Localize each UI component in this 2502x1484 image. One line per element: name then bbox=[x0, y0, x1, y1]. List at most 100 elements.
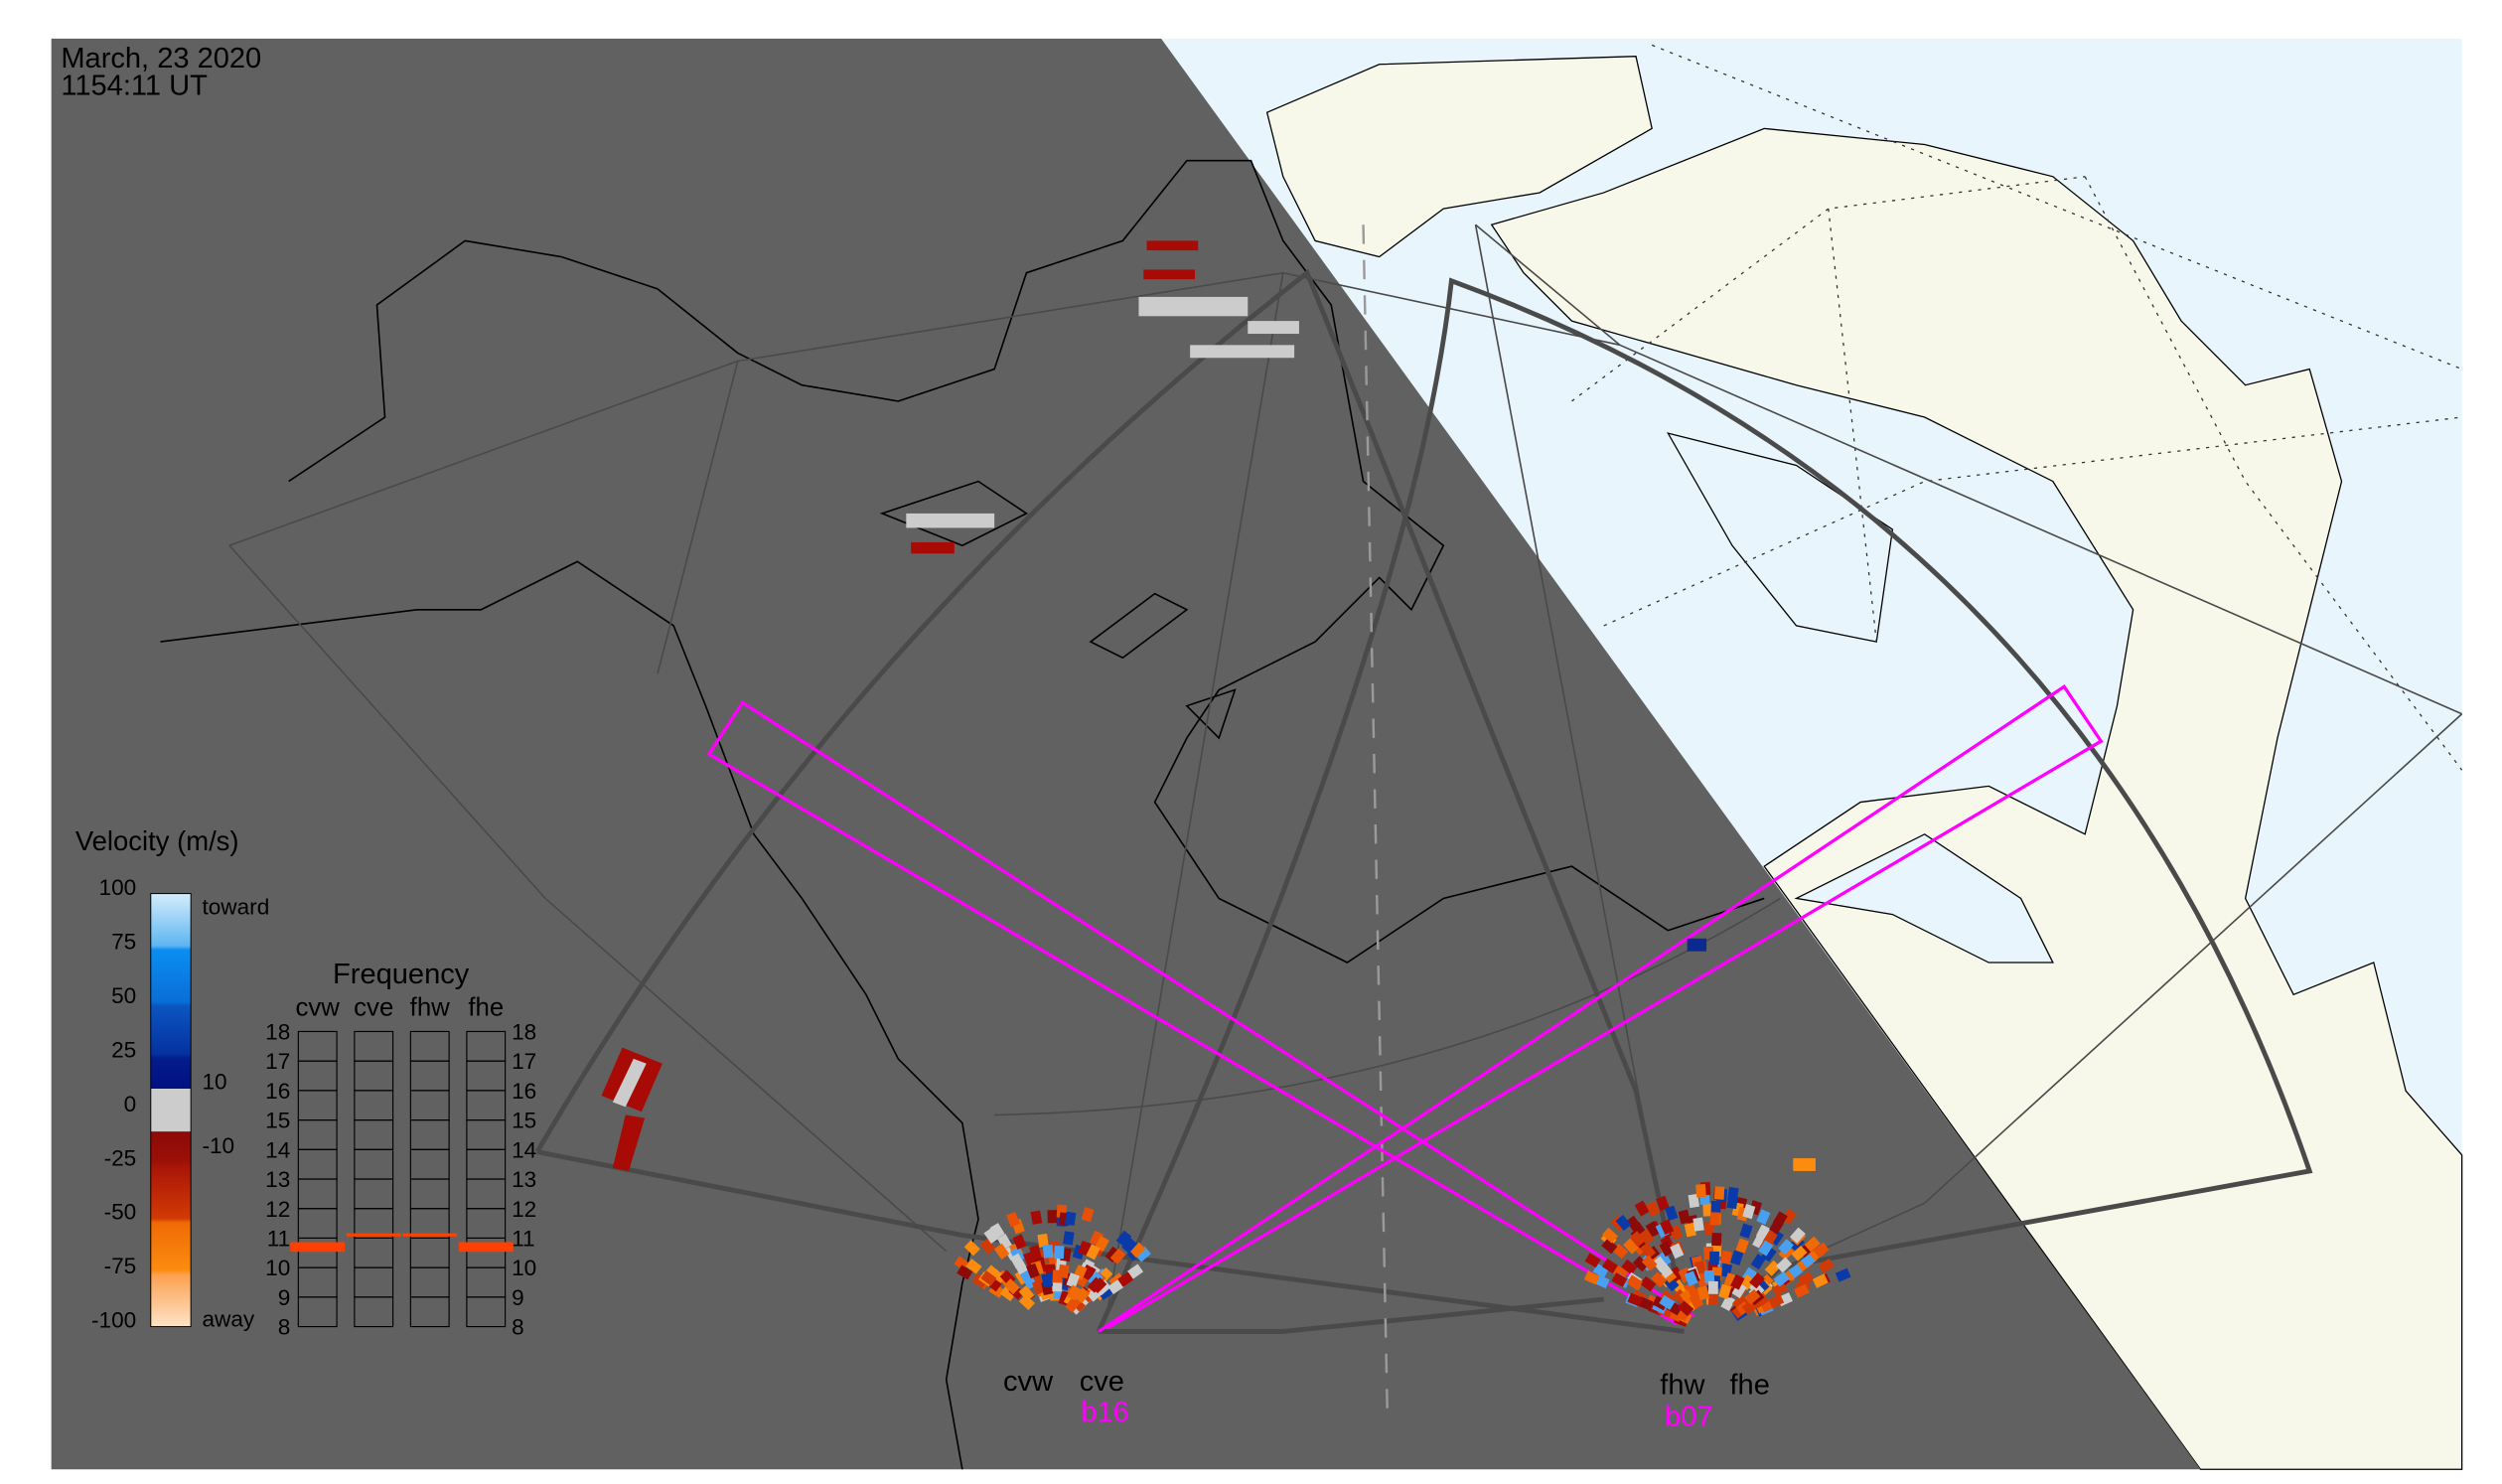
scatter-cell bbox=[1713, 1186, 1725, 1200]
scatter-cell bbox=[1064, 1211, 1077, 1226]
frequency-marker bbox=[458, 1242, 514, 1253]
scatter-cell bbox=[993, 1243, 1010, 1261]
scatter-cell bbox=[1708, 1291, 1718, 1305]
scatter-cell bbox=[1798, 1271, 1815, 1286]
velocity-tick: 75 bbox=[111, 930, 136, 955]
scatter-cell bbox=[1612, 1264, 1629, 1280]
scatter-cell bbox=[1626, 1274, 1643, 1290]
velocity-title: Velocity (m/s) bbox=[75, 825, 239, 856]
frequency-column-label: fhe bbox=[468, 993, 504, 1021]
scatter-cell bbox=[1758, 1240, 1774, 1257]
frequency-tick-left: 14 bbox=[265, 1137, 290, 1162]
scatter-cell bbox=[1711, 1233, 1722, 1247]
scatter-cell bbox=[1727, 1186, 1739, 1202]
scatter-cell bbox=[1730, 1250, 1744, 1265]
scatter-cell bbox=[1107, 1278, 1124, 1295]
scatter-cell bbox=[1696, 1285, 1710, 1301]
scatter-cell bbox=[906, 513, 995, 528]
scatter-cell bbox=[1080, 1263, 1096, 1280]
site-label-fhe: fhe bbox=[1729, 1369, 1769, 1401]
site-label-fhw: fhw bbox=[1660, 1369, 1705, 1401]
scatter-cell bbox=[1689, 1292, 1704, 1309]
scatter-cell bbox=[954, 1256, 970, 1271]
scatter-cell bbox=[1115, 1230, 1132, 1247]
scatter-cell bbox=[1695, 1183, 1706, 1198]
scatter-cell bbox=[1583, 1270, 1600, 1285]
scatter-cell bbox=[1703, 1269, 1715, 1284]
scatter-cell bbox=[1659, 1241, 1675, 1258]
scatter-cell bbox=[1735, 1238, 1749, 1254]
away-label: away bbox=[202, 1307, 254, 1332]
scatter-cell bbox=[971, 1272, 988, 1289]
scatter-cell bbox=[1708, 1280, 1718, 1294]
scatter-cell bbox=[1645, 1221, 1661, 1238]
scatter-cell bbox=[1773, 1270, 1790, 1287]
scatter-cell bbox=[1041, 1272, 1054, 1288]
scatter-cell bbox=[1768, 1293, 1785, 1309]
frequency-tick-right: 14 bbox=[512, 1137, 536, 1162]
velocity-tick: -75 bbox=[104, 1254, 137, 1278]
velocity-tick: 0 bbox=[124, 1092, 137, 1116]
scatter-cell bbox=[1731, 1282, 1747, 1299]
scatter-cell bbox=[1791, 1245, 1808, 1261]
scatter-cell bbox=[1764, 1260, 1781, 1276]
scatter-cell bbox=[1790, 1227, 1806, 1244]
scatter-cell bbox=[1109, 1248, 1126, 1264]
scatter-cell bbox=[1749, 1272, 1765, 1289]
scatter-cell bbox=[1835, 1267, 1851, 1282]
scatter-cell bbox=[1669, 1265, 1685, 1282]
scatter-cell bbox=[1121, 1237, 1138, 1254]
site-label-cve: cve bbox=[1080, 1366, 1124, 1398]
scatter-cell bbox=[1634, 1200, 1650, 1217]
frequency-tick-left: 12 bbox=[265, 1197, 290, 1222]
scatter-cell bbox=[1687, 938, 1707, 952]
frequency-tick-right: 17 bbox=[512, 1049, 536, 1074]
frequency-tick-right: 9 bbox=[512, 1285, 524, 1310]
scatter-cell bbox=[957, 1264, 973, 1280]
scatter-cell bbox=[1709, 1251, 1719, 1264]
scatter-cell bbox=[1601, 1258, 1618, 1274]
scatter-cell bbox=[1660, 1219, 1675, 1236]
scatter-cell bbox=[1752, 1233, 1767, 1250]
scatter-cell bbox=[1190, 345, 1295, 359]
scatter-cell bbox=[1804, 1236, 1821, 1253]
scatter-cell bbox=[1684, 1270, 1698, 1286]
frequency-tick-left: 17 bbox=[265, 1049, 290, 1074]
scatter-cell bbox=[1793, 1283, 1810, 1298]
velocity-tick: -100 bbox=[91, 1308, 136, 1333]
scatter-cell bbox=[1030, 1210, 1043, 1225]
scatter-cell bbox=[1066, 1284, 1082, 1301]
scatter-cell bbox=[1678, 1209, 1692, 1225]
scatter-cell bbox=[1584, 1253, 1601, 1268]
velocity-tick: -50 bbox=[104, 1200, 137, 1225]
frequency-cell bbox=[409, 1296, 450, 1328]
scatter-cell bbox=[1063, 1231, 1075, 1246]
scatter-cell bbox=[612, 1114, 646, 1171]
scatter-cell bbox=[1129, 1242, 1146, 1259]
scatter-cell bbox=[1632, 1256, 1649, 1272]
night-shading bbox=[51, 38, 2201, 1470]
velocity-tick: 100 bbox=[99, 875, 137, 900]
scatter-cell bbox=[1611, 1272, 1628, 1287]
frequency-marker bbox=[290, 1242, 346, 1253]
velocity-tick: 25 bbox=[111, 1037, 136, 1062]
scatter-cell bbox=[1693, 1217, 1704, 1232]
scatter-cell bbox=[1744, 1288, 1761, 1305]
scatter-cell bbox=[1143, 269, 1195, 280]
frequency-tick-right: 18 bbox=[512, 1020, 536, 1045]
scatter-cell bbox=[999, 1285, 1016, 1302]
scatter-cell bbox=[1752, 1292, 1769, 1308]
scatter-cell bbox=[1772, 1211, 1788, 1228]
frequency-marker bbox=[402, 1233, 458, 1237]
scatter-cell bbox=[1626, 1215, 1642, 1232]
scatter-cell bbox=[1639, 1229, 1655, 1246]
scatter-cell bbox=[1659, 1294, 1676, 1310]
velocity-tick: 50 bbox=[111, 983, 136, 1008]
scatter-cell bbox=[1656, 1251, 1672, 1267]
scatter-cell bbox=[1615, 1214, 1632, 1232]
scatter-cell bbox=[1710, 1200, 1721, 1215]
scatter-cell bbox=[1742, 1204, 1756, 1220]
frequency-tick-right: 10 bbox=[512, 1256, 536, 1280]
scatter-cell bbox=[1812, 1273, 1829, 1288]
